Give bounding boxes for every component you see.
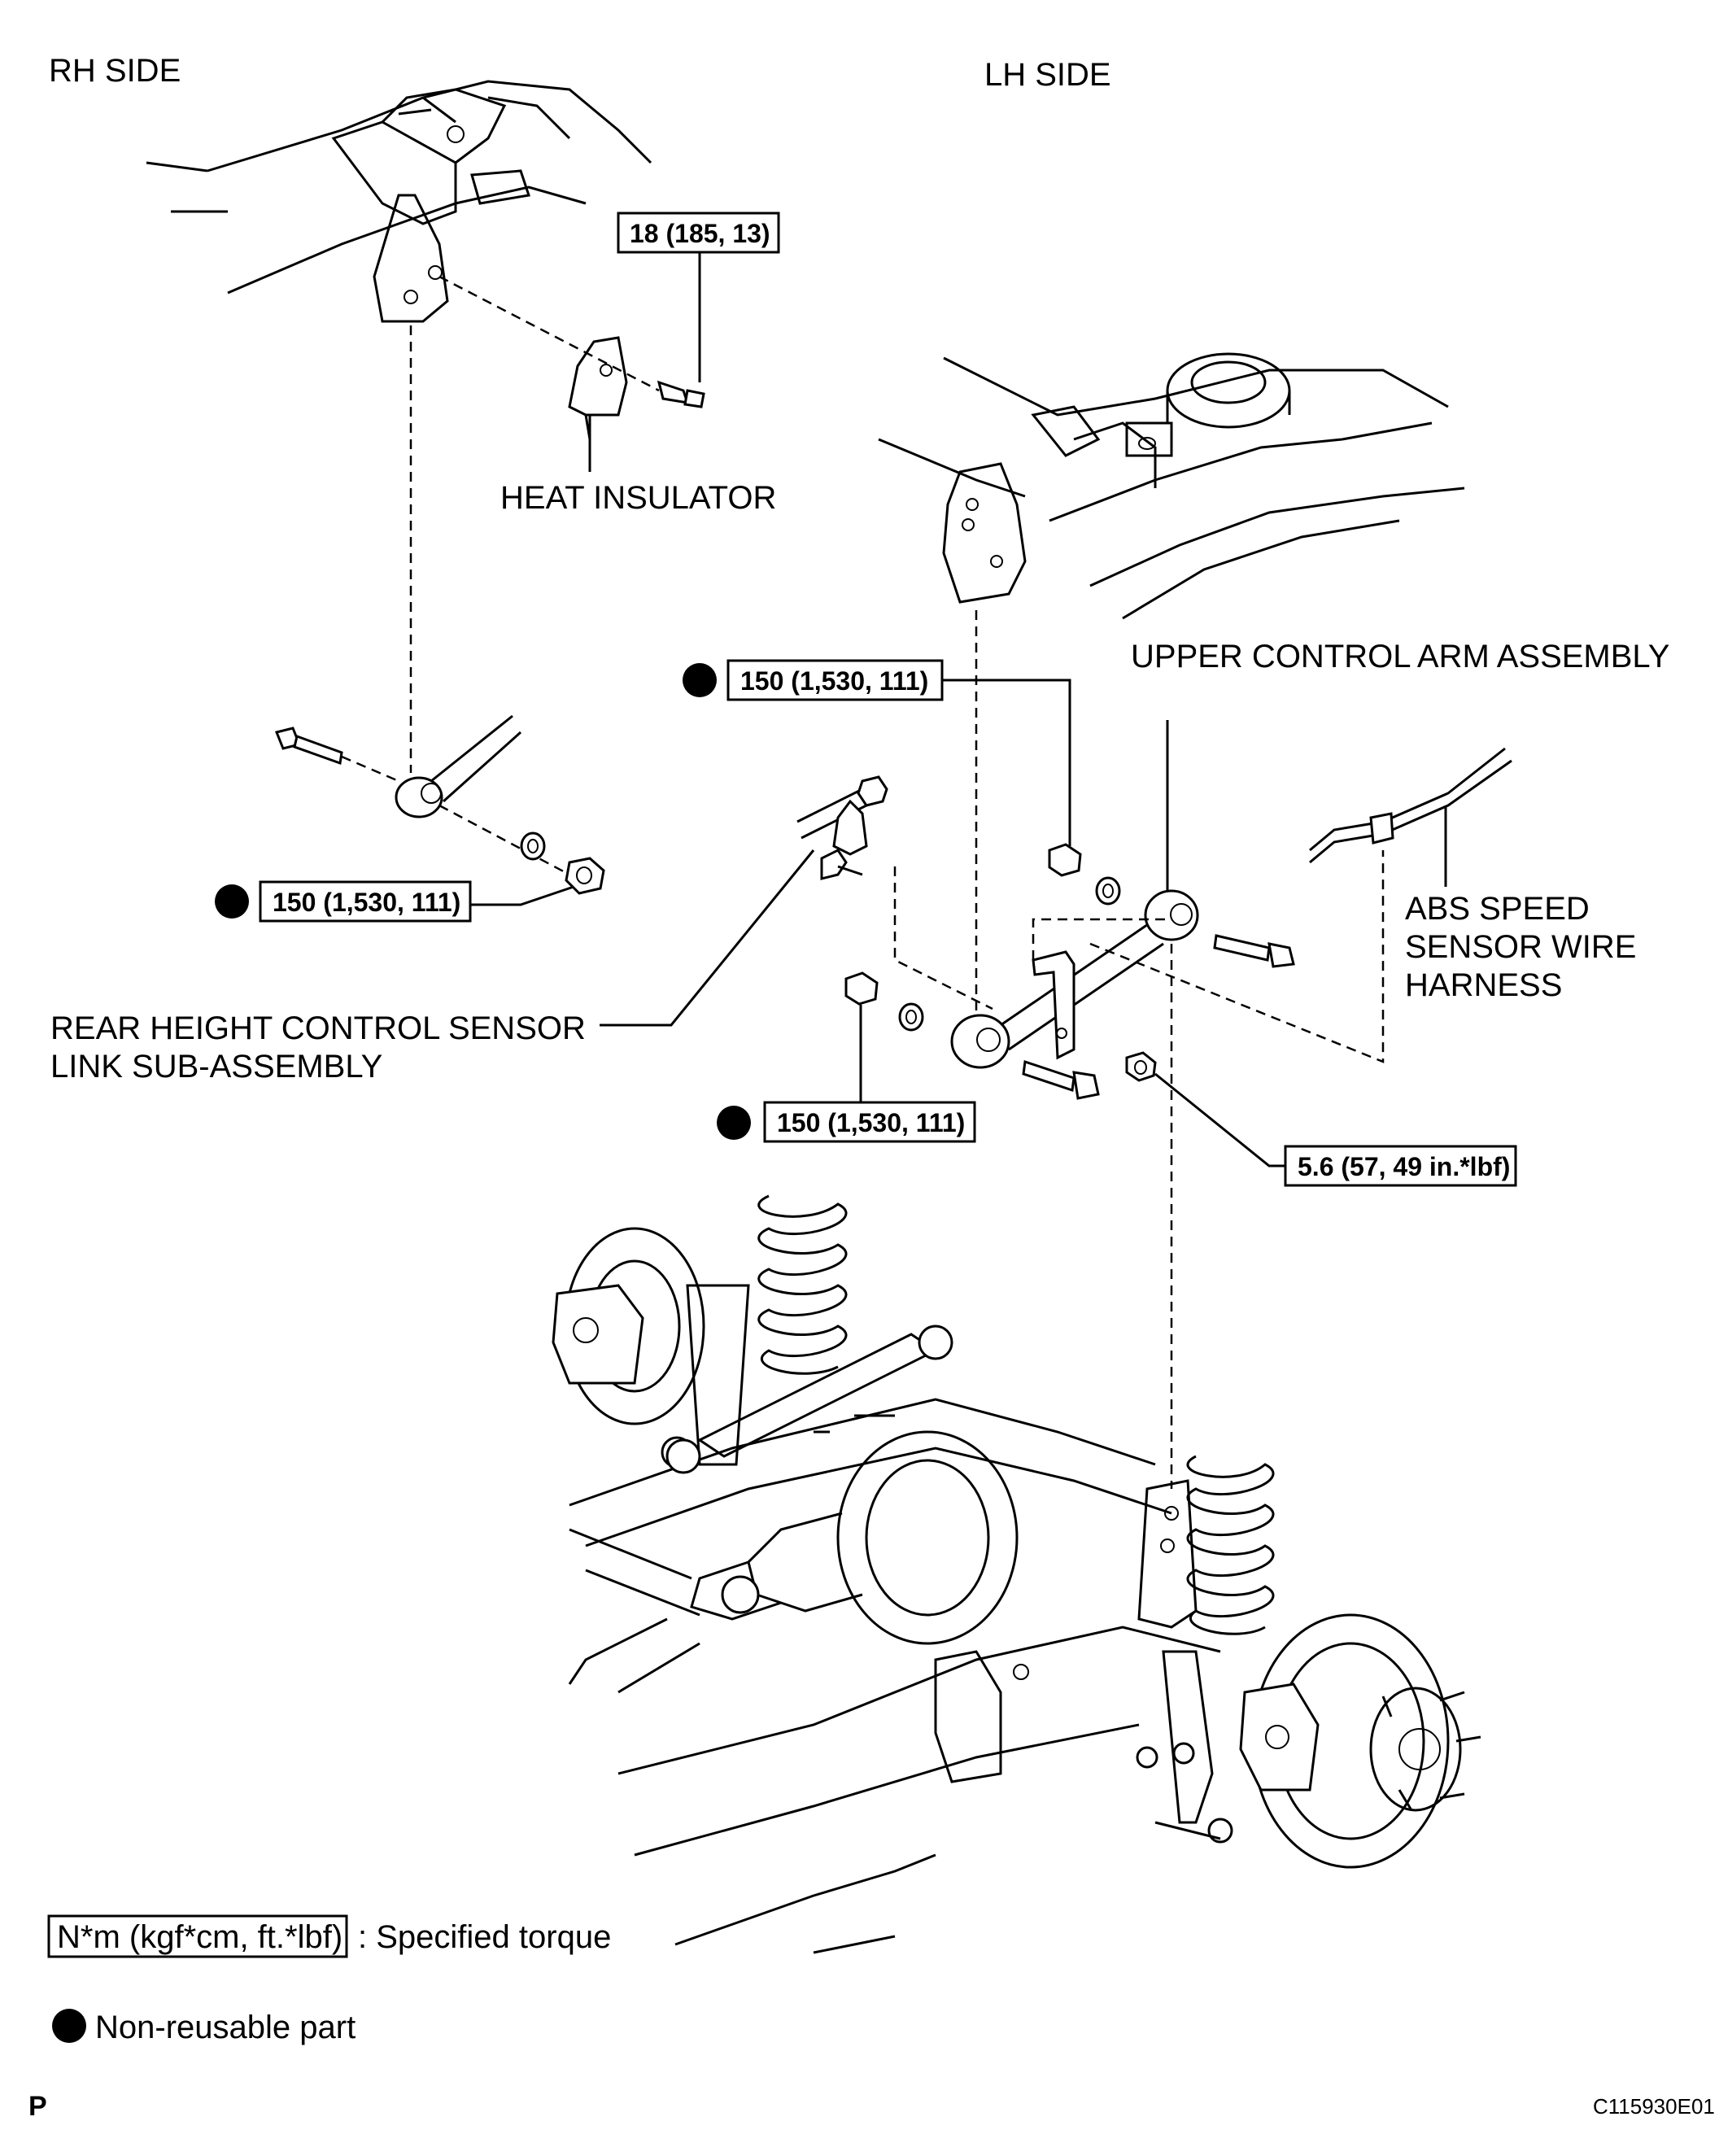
torque-box-rh-nut: 150 (1,530, 111) [259, 880, 472, 923]
torque-value: 150 (1,530, 111) [740, 666, 928, 696]
torque-value: 150 (1,530, 111) [777, 1108, 965, 1137]
heat-insulator-part [568, 336, 628, 440]
nonreusable-marker [683, 663, 717, 697]
legend-torque-box-text: N*m (kgf*cm, ft.*lbf) [57, 1919, 342, 1955]
torque-value: 150 (1,530, 111) [273, 888, 460, 917]
rh-frame-member [146, 80, 652, 323]
heat-insulator-bolt [657, 380, 705, 408]
legend-torque-desc: : Specified torque [358, 1919, 611, 1955]
upper-control-arm-label: UPPER CONTROL ARM ASSEMBLY [1131, 639, 1669, 674]
sensor-nut [1125, 1051, 1157, 1082]
torque-box-sensor-nut: 5.6 (57, 49 in.*lbf) [1284, 1145, 1517, 1187]
lh-front-torque-leader [942, 679, 1071, 846]
lh-bolt-right [1022, 934, 1295, 1100]
legend-torque: N*m (kgf*cm, ft.*lbf) : Specified torque [47, 1914, 611, 1958]
heat-insulator-label: HEAT INSULATOR [500, 480, 776, 516]
lh-dashlines [893, 850, 1385, 1489]
abs-label-line2: SENSOR WIRE [1405, 929, 1636, 965]
nonreusable-marker [52, 2009, 86, 2043]
torque-box-heat-insulator: 18 (185, 13) [617, 212, 780, 254]
rear-height-sensor-link [796, 775, 888, 880]
torque-box-lh-front-nut: 150 (1,530, 111) [726, 659, 944, 701]
upper-control-arm [950, 889, 1199, 1069]
legend-nonreusable-text: Non-reusable part [95, 2010, 356, 2045]
torque-value: 5.6 (57, 49 in.*lbf) [1298, 1152, 1510, 1181]
rear-height-label-line2: LINK SUB-ASSEMBLY [50, 1049, 382, 1085]
lh-front-nut [1048, 843, 1121, 906]
sensor-nut-torque-leader [1154, 1072, 1285, 1167]
torque-box-lh-rear-nut: 150 (1,530, 111) [763, 1101, 976, 1143]
heat-insulator-dashline [438, 275, 660, 392]
rh-nut-torque-leader [470, 885, 574, 906]
nonreusable-marker [215, 884, 249, 919]
legend-nonreusable: Non-reusable part [52, 2009, 356, 2045]
lh-side-label: LH SIDE [984, 57, 1111, 93]
abs-label-line1: ABS SPEED [1405, 891, 1590, 927]
rh-side-label: RH SIDE [49, 53, 181, 89]
nonreusable-marker [717, 1106, 751, 1140]
lh-rear-nut [844, 971, 924, 1032]
rear-height-label-line1: REAR HEIGHT CONTROL SENSOR [50, 1010, 586, 1046]
torque-value: 18 (185, 13) [630, 219, 770, 248]
rear-axle-assembly [552, 1194, 1481, 1954]
lh-frame-member [878, 352, 1465, 620]
rh-arm-bushing [274, 714, 605, 895]
abs-harness [1309, 747, 1512, 864]
figure-code: C115930E01 [1593, 2094, 1715, 2119]
corner-letter: P [28, 2091, 47, 2122]
abs-label-line3: HARNESS [1405, 967, 1562, 1003]
rear-height-label-leader [600, 849, 815, 1027]
